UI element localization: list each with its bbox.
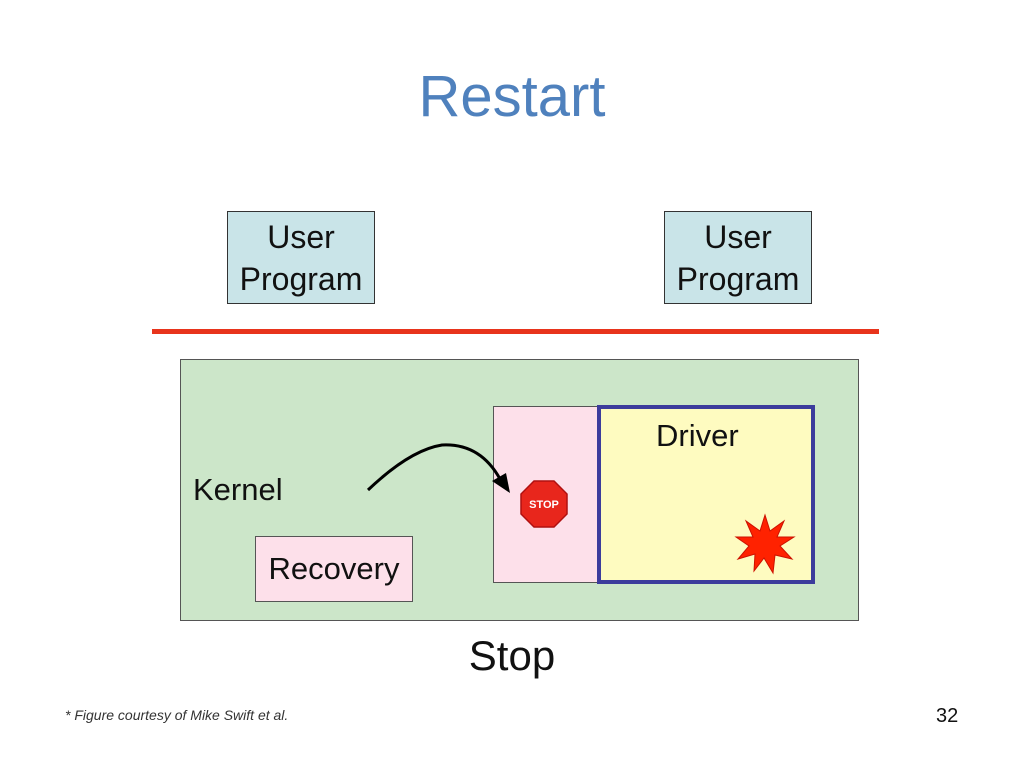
user-program-left-line2: Program <box>239 260 363 297</box>
user-kernel-boundary-line <box>152 329 879 334</box>
user-program-left-line1: User <box>267 218 335 255</box>
explosion-icon <box>734 513 796 575</box>
driver-label: Driver <box>656 418 739 453</box>
kernel-label: Kernel <box>193 472 283 507</box>
user-program-right-line1: User <box>704 218 772 255</box>
slide-number: 32 <box>936 705 959 727</box>
slide-title: Restart <box>418 64 606 129</box>
recovery-label: Recovery <box>268 551 400 586</box>
recovery-box: Recovery <box>255 536 413 602</box>
user-program-box-right: User Program <box>664 211 812 304</box>
user-program-right-line2: Program <box>676 260 800 297</box>
user-program-box-left: User Program <box>227 211 375 304</box>
stop-sign-text: STOP <box>529 499 559 511</box>
curved-arrow-icon <box>366 443 510 493</box>
diagram-caption: Stop <box>468 632 556 679</box>
stop-sign-icon: STOP <box>520 480 568 528</box>
figure-credit-footnote: * Figure courtesy of Mike Swift et al. <box>65 707 289 723</box>
